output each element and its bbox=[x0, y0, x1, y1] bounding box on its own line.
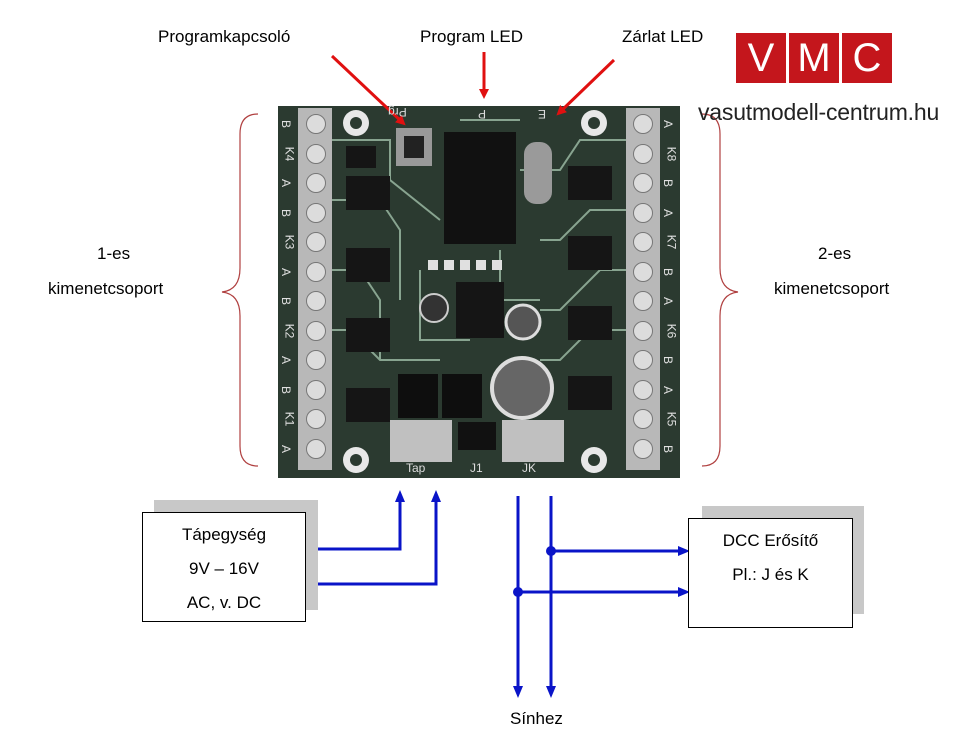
power-box-line2: 9V – 16V bbox=[189, 559, 259, 578]
terminal-label: B bbox=[661, 444, 676, 453]
group2-line2: kimenetcsoport bbox=[774, 279, 890, 298]
terminal-label: A bbox=[661, 385, 676, 394]
terminal-label: K4 bbox=[282, 146, 297, 161]
terminal-label: B bbox=[279, 208, 294, 217]
tap-silk: Tap bbox=[406, 461, 426, 475]
short-led-label: Zárlat LED bbox=[622, 27, 704, 46]
power-box-line3: AC, v. DC bbox=[186, 593, 262, 612]
terminal-label: K5 bbox=[664, 411, 679, 427]
terminal-label: A bbox=[279, 178, 294, 188]
pcb-board bbox=[278, 106, 680, 478]
terminal-screw bbox=[306, 114, 326, 134]
power-box-line1: Tápegység bbox=[181, 525, 267, 544]
terminal-label: A bbox=[661, 208, 676, 217]
terminal-screw bbox=[633, 143, 653, 164]
terminal-screw bbox=[633, 202, 653, 223]
power-line-1 bbox=[306, 500, 402, 554]
terminal-screw bbox=[306, 379, 326, 400]
logo-letter-m: M bbox=[789, 33, 839, 83]
terminal-screw bbox=[306, 173, 326, 193]
terminal-label: A bbox=[661, 296, 676, 306]
logo-letter-c: C bbox=[842, 33, 892, 83]
junction-j bbox=[513, 587, 523, 597]
logo-letter-v: V bbox=[736, 33, 786, 83]
track-label: Sínhez bbox=[510, 709, 563, 728]
terminal-screw bbox=[306, 350, 326, 370]
terminal-label: B bbox=[661, 355, 676, 365]
terminal-label: B bbox=[279, 119, 294, 129]
terminal-label: B bbox=[661, 178, 676, 188]
terminal-screw bbox=[306, 409, 326, 429]
terminal-screw bbox=[306, 202, 326, 223]
terminal-label: K1 bbox=[282, 411, 297, 427]
terminal-screw bbox=[633, 350, 653, 370]
prog-silk: Prg bbox=[388, 105, 407, 119]
junction-k bbox=[546, 546, 556, 556]
terminal-label: A bbox=[279, 355, 294, 365]
arrow-short-led bbox=[556, 58, 616, 116]
terminal-screw bbox=[306, 320, 326, 341]
group1-line1: 1-es bbox=[97, 244, 131, 263]
power-line-2 bbox=[306, 500, 438, 589]
terminal-label: K7 bbox=[664, 234, 679, 250]
j1-silk: J1 bbox=[470, 461, 483, 475]
terminal-screw bbox=[633, 232, 653, 252]
dcc-box-line2: Pl.: J és K bbox=[732, 565, 809, 584]
terminal-screw bbox=[633, 320, 653, 341]
terminal-label: A bbox=[279, 444, 294, 453]
power-supply-box: Tápegység 9V – 16V AC, v. DC bbox=[142, 512, 306, 622]
program-switch-label: Programkapcsoló bbox=[158, 27, 291, 46]
jk-silk: JK bbox=[522, 461, 537, 475]
e-silk: E bbox=[538, 107, 547, 121]
terminal-screw bbox=[306, 261, 326, 282]
terminal-screw bbox=[633, 173, 653, 193]
dcc-box-line1: DCC Erősítő bbox=[722, 531, 819, 550]
website-text: vasutmodell-centrum.hu bbox=[698, 99, 940, 125]
terminal-screw bbox=[633, 261, 653, 282]
terminal-label: K6 bbox=[664, 323, 679, 338]
terminal-screw bbox=[306, 232, 326, 252]
group1-line2: kimenetcsoport bbox=[48, 279, 164, 298]
terminal-label: K3 bbox=[282, 234, 297, 250]
terminal-label: B bbox=[279, 385, 294, 394]
group2-line1: 2-es bbox=[818, 244, 852, 263]
program-led-label: Program LED bbox=[420, 27, 523, 46]
terminal-screw bbox=[633, 291, 653, 311]
arrow-program-switch bbox=[330, 54, 406, 126]
terminal-label: K2 bbox=[282, 323, 297, 338]
terminal-label: B bbox=[279, 296, 294, 306]
right-brace bbox=[701, 113, 739, 467]
terminal-screw bbox=[633, 438, 653, 459]
terminal-screw bbox=[306, 143, 326, 164]
terminal-label: K8 bbox=[664, 146, 679, 161]
left-brace bbox=[221, 113, 259, 467]
terminal-screw bbox=[306, 291, 326, 311]
p-silk: P bbox=[478, 107, 487, 121]
terminal-label: B bbox=[661, 267, 676, 276]
terminal-screw bbox=[633, 409, 653, 429]
vmc-logo: V M C bbox=[736, 33, 895, 83]
dcc-amplifier-box: DCC Erősítő Pl.: J és K bbox=[688, 518, 853, 628]
terminal-screw bbox=[633, 114, 653, 134]
terminal-label: A bbox=[279, 267, 294, 276]
terminal-screw bbox=[306, 438, 326, 459]
terminal-screw bbox=[633, 379, 653, 400]
terminal-label: A bbox=[661, 119, 676, 129]
